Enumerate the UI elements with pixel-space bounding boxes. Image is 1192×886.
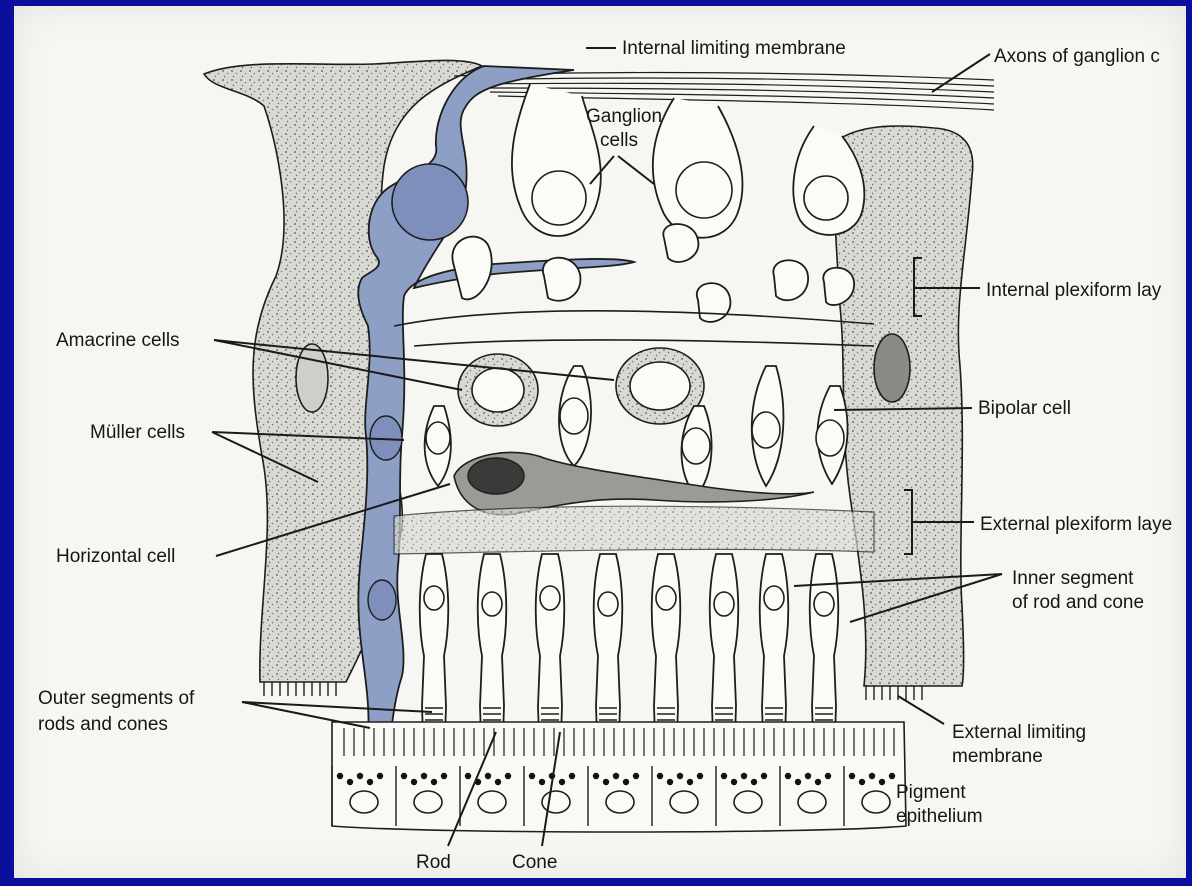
label-external-limiting-line2: membrane [952, 746, 1043, 767]
ganglion-cells [512, 84, 864, 238]
label-pigment-line2: epithelium [896, 806, 983, 827]
label-cone: Cone [512, 852, 557, 873]
muller-blue-soma [392, 164, 468, 240]
retina-layers-diagram: Internal limiting membrane Axons of gang… [14, 6, 1186, 878]
label-inner-segment-line1: Inner segment [1012, 568, 1134, 589]
internal-plexiform-synapses [394, 224, 874, 346]
muller-nucleus-left [296, 344, 328, 412]
label-outer-segments-line2: rods and cones [38, 714, 168, 735]
label-amacrine-cells: Amacrine cells [56, 330, 180, 351]
label-internal-plexiform: Internal plexiform lay [986, 280, 1162, 301]
label-external-plexiform: External plexiform laye [980, 514, 1172, 535]
muller-nucleus-right [874, 334, 910, 402]
label-rod: Rod [416, 852, 451, 873]
label-external-limiting-line1: External limiting [952, 722, 1086, 743]
pigment-epithelium [332, 722, 906, 832]
label-inner-segment-line2: of rod and cone [1012, 592, 1144, 613]
label-ganglion-cells-line1: Ganglion [586, 106, 662, 127]
muller-blue-nucleus-lower [368, 580, 396, 620]
label-muller-cells: Müller cells [90, 422, 185, 443]
textbook-page: Internal limiting membrane Axons of gang… [14, 6, 1186, 878]
label-ganglion-cells-line2: cells [600, 130, 638, 151]
label-internal-limiting-membrane: Internal limiting membrane [622, 38, 846, 59]
label-horizontal-cell: Horizontal cell [56, 546, 175, 567]
external-plexiform-band [394, 506, 874, 554]
label-pigment-line1: Pigment [896, 782, 966, 803]
label-outer-segments-line1: Outer segments of [38, 688, 195, 709]
label-bipolar-cell: Bipolar cell [978, 398, 1071, 419]
label-axons-of-ganglion: Axons of ganglion c [994, 46, 1160, 67]
